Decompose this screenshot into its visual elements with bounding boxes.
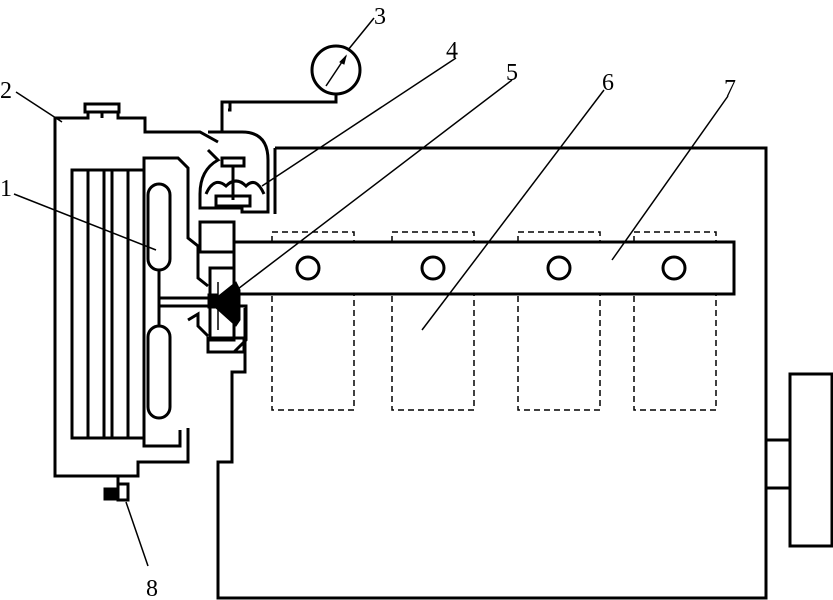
leader-lines — [13, 17, 729, 567]
radiator-cap — [83, 102, 121, 114]
callout-labels: 1 2 3 4 5 6 7 8 — [0, 4, 736, 600]
fan-blade-lower — [146, 324, 172, 420]
label-1: 1 — [0, 176, 12, 202]
label-7: 7 — [724, 76, 736, 102]
fan-blade-upper — [146, 182, 172, 272]
cylinders — [271, 231, 717, 411]
label-4: 4 — [446, 38, 458, 64]
cylinder-3 — [517, 231, 601, 411]
water-distribution-pipe — [232, 240, 736, 296]
label-8: 8 — [146, 576, 158, 600]
flywheel-housing — [764, 372, 833, 548]
label-5: 5 — [506, 60, 518, 86]
cylinder-4 — [633, 231, 717, 411]
fan — [146, 182, 219, 420]
engine-block — [216, 146, 768, 600]
label-6: 6 — [602, 70, 614, 96]
temperature-gauge — [220, 44, 362, 132]
thermostat-housing — [198, 130, 270, 214]
label-3: 3 — [374, 4, 386, 30]
label-2: 2 — [0, 78, 12, 104]
radiator — [53, 102, 219, 478]
impeller — [215, 281, 241, 330]
drain-cock — [103, 476, 130, 502]
cylinder-2 — [391, 231, 475, 411]
